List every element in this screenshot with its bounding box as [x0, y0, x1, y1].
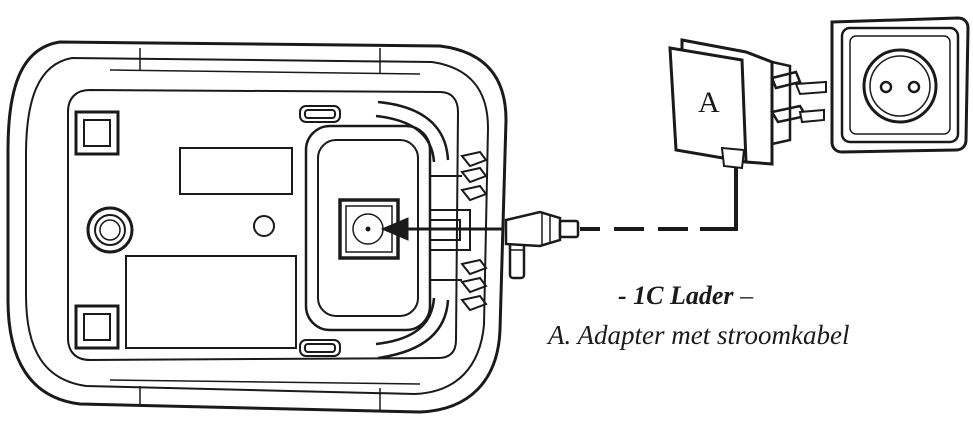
caption-prefix: -: [618, 281, 633, 310]
dc-plug: [504, 210, 580, 280]
round-foot: [86, 206, 134, 254]
charger-floor: [67, 88, 460, 362]
power-cable: [580, 162, 738, 231]
wall-outlet: [830, 16, 970, 154]
caption-suffix: –: [734, 281, 755, 310]
label-recess-bottom: [125, 255, 297, 349]
charger-inner-rim: [25, 56, 490, 396]
charger-outer-shell: [6, 40, 508, 414]
adapter-label: A: [698, 86, 720, 119]
caption-subtitle: A. Adapter met stroomkabel: [546, 320, 849, 350]
side-clips: [430, 150, 488, 312]
charger-base: [6, 40, 508, 414]
socket-hole-left: [879, 80, 893, 94]
rubber-foot-top: [74, 110, 120, 156]
slot-top: [299, 105, 341, 123]
caption-title-text: 1C Lader: [633, 281, 734, 310]
power-adapter: [668, 38, 827, 170]
caption-title: - 1C Lader –: [618, 281, 754, 310]
adapter-front-face: [668, 46, 748, 164]
rubber-foot-bottom: [74, 304, 120, 350]
socket-hole-right: [907, 80, 921, 94]
slot-bottom: [299, 339, 341, 357]
cable-guide-top: [375, 100, 450, 163]
insertion-arrow: [380, 217, 502, 241]
label-recess-top: [179, 147, 293, 195]
screw-hole: [253, 215, 275, 237]
cable-guide-bottom: [375, 297, 450, 360]
